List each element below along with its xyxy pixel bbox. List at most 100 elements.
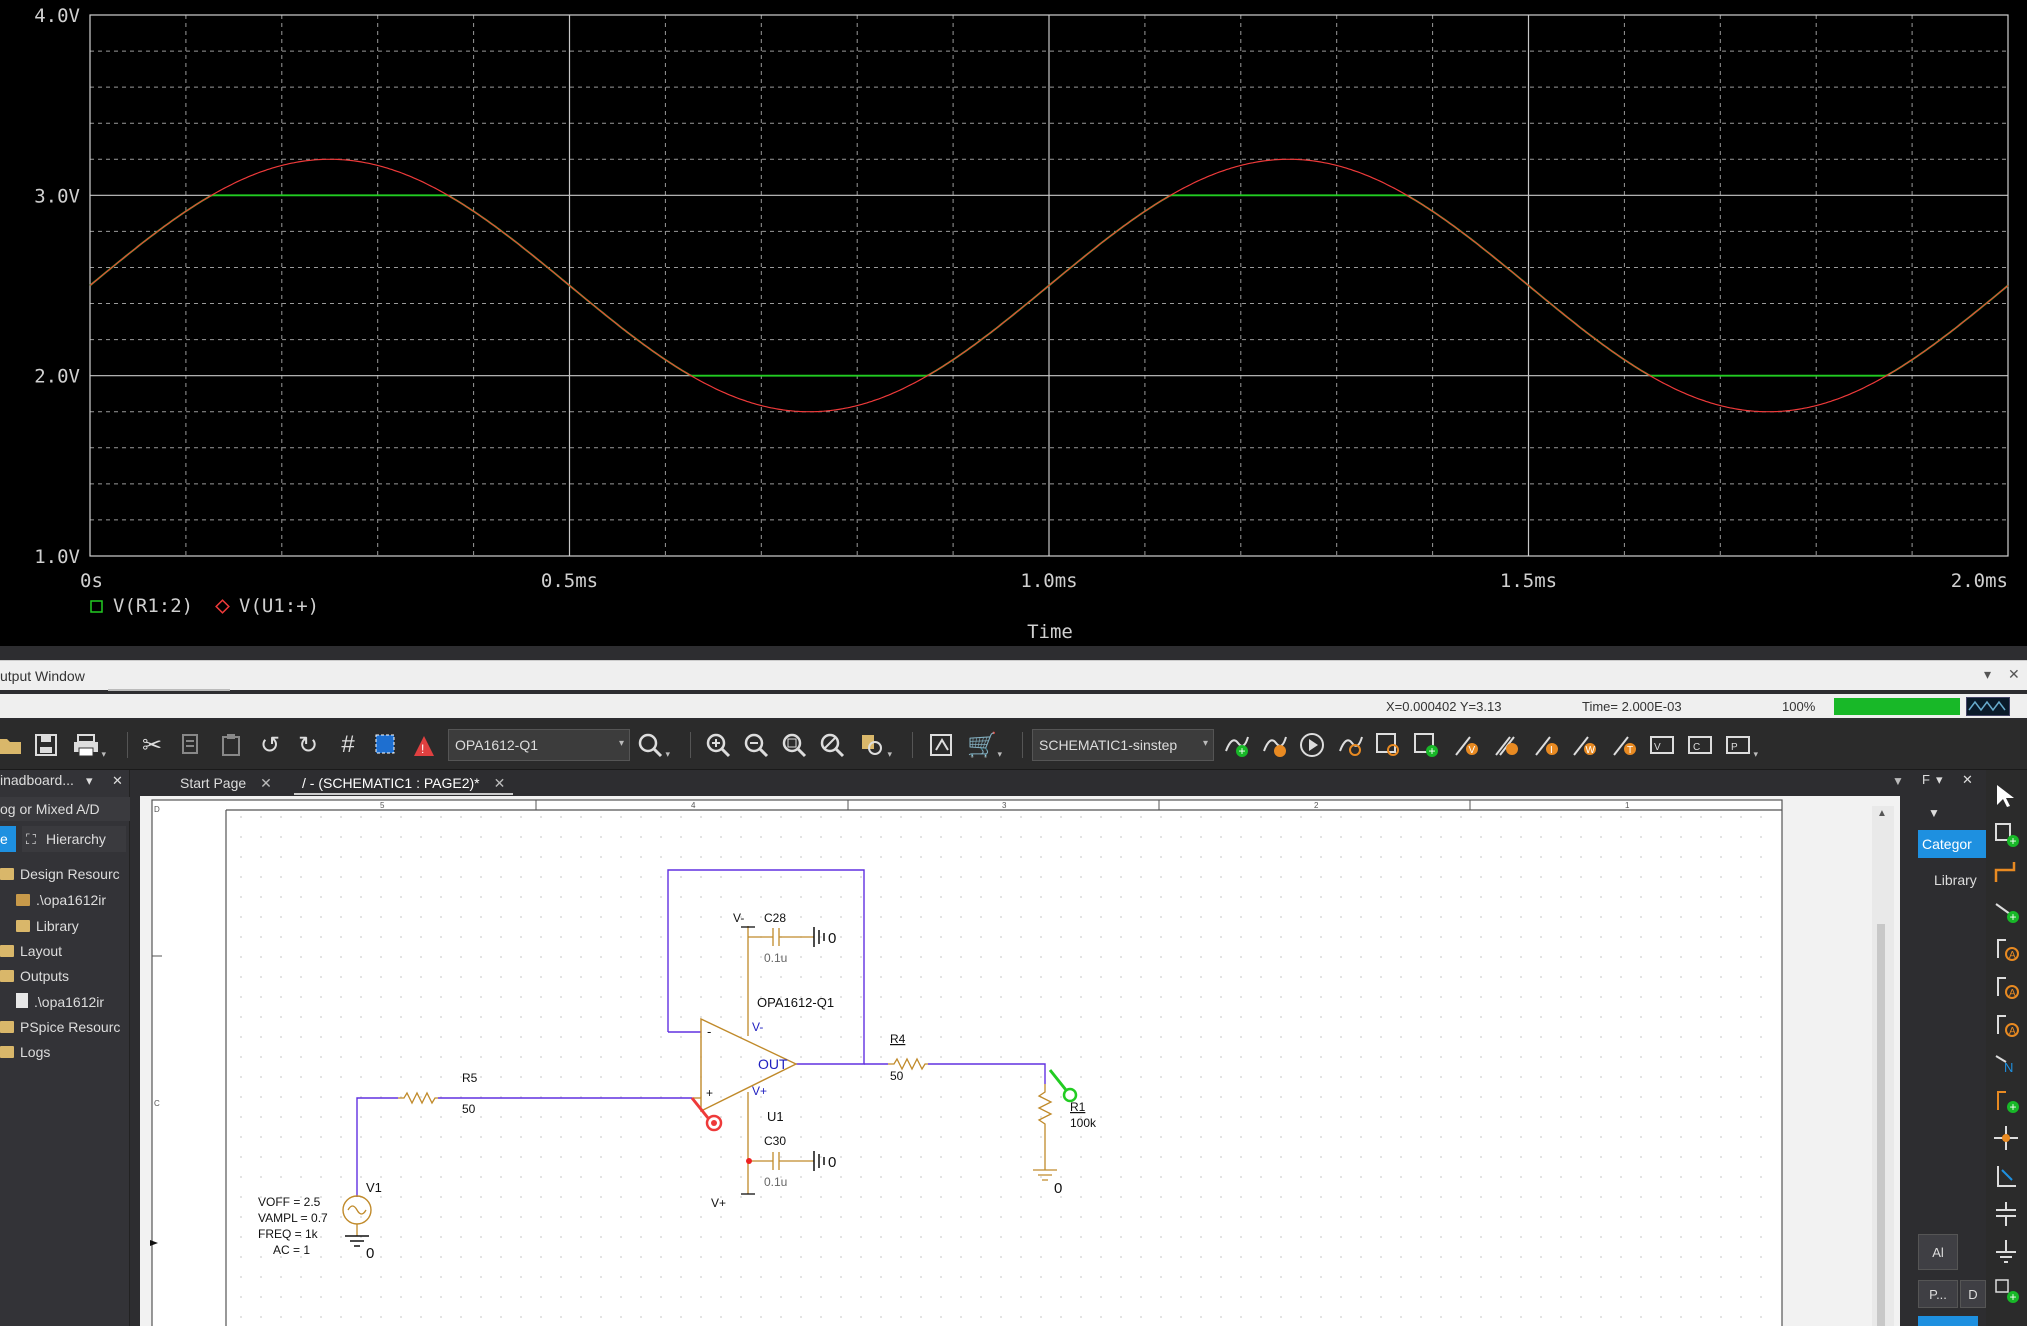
trace-v-u1-[interactable] (89, 158, 2009, 413)
voltage-probe-marker-r1[interactable] (1048, 1069, 1078, 1103)
redo-icon[interactable]: ↻ (297, 731, 319, 759)
place-no-connect-icon[interactable] (1990, 1160, 2022, 1192)
c28-value[interactable]: 0.1u (764, 951, 787, 965)
view-results-icon[interactable] (1334, 730, 1366, 760)
cut-icon[interactable]: ✂ (141, 731, 163, 759)
details-button[interactable]: D (1960, 1280, 1986, 1308)
voltage-diff-marker-icon[interactable] (1490, 730, 1522, 760)
r1-ref[interactable]: R1 (1070, 1100, 1086, 1114)
c28-ref[interactable]: C28 (764, 911, 786, 925)
place-panel-pin-button[interactable]: ▾ (1936, 772, 1943, 787)
capacitor-c28[interactable] (747, 926, 814, 1036)
tree-item-pspice-resources[interactable]: PSpice Resourc (0, 1019, 120, 1035)
tree-item-output-file[interactable]: .\opa1612ir (16, 993, 104, 1010)
r4-ref[interactable]: R4 (890, 1032, 906, 1046)
v1-ac[interactable]: AC = 1 (273, 1243, 310, 1257)
v1-freq[interactable]: FREQ = 1k (258, 1227, 319, 1241)
open-folder-icon[interactable] (0, 730, 26, 760)
cart-icon[interactable]: 🛒▾ (967, 731, 1002, 760)
output-window-close-button[interactable]: ✕ (2008, 666, 2020, 682)
scrollbar-thumb[interactable] (1877, 924, 1885, 1326)
place-net-icon[interactable]: N (1990, 1046, 2022, 1078)
simulation-profile-combo[interactable]: SCHEMATIC1-sinstep▾ (1032, 729, 1214, 761)
place-power-icon[interactable]: + (1990, 1084, 2022, 1116)
place-ground-icon[interactable] (1990, 1236, 2022, 1268)
edit-sim-profile-icon[interactable] (1258, 730, 1290, 760)
voltage-marker-icon[interactable]: V (1450, 730, 1482, 760)
annotate-icon[interactable] (926, 730, 958, 760)
place-auto-wire-icon[interactable]: A (1990, 1008, 2022, 1040)
power-marker-icon[interactable]: W (1568, 730, 1600, 760)
part-search-combo[interactable]: OPA1612-Q1▾ (448, 729, 630, 761)
place-panel-close-button[interactable]: ✕ (1962, 772, 1973, 787)
tree-item-outputs[interactable]: Outputs (0, 968, 69, 984)
search-icon[interactable]: ▾ (634, 730, 670, 760)
tree-item-layout[interactable]: Layout (0, 943, 62, 959)
zoom-out-icon[interactable] (740, 730, 772, 760)
enable-bias-i-icon[interactable]: C (1684, 730, 1716, 760)
place-panel-collapse-icon[interactable]: ▼ (1928, 806, 1940, 820)
place-bus-icon[interactable]: A (1990, 932, 2022, 964)
tree-item-library[interactable]: Library (16, 918, 79, 934)
zoom-fit-icon[interactable] (816, 730, 848, 760)
resistor-r4[interactable] (888, 1057, 928, 1071)
waveform-status-icon[interactable] (1966, 697, 2010, 716)
wires[interactable] (356, 869, 1046, 1197)
tab-start-page[interactable]: Start Page✕ (172, 773, 280, 795)
place-button[interactable]: P... (1918, 1280, 1958, 1308)
run-simulation-icon[interactable] (1296, 730, 1328, 760)
paste-icon[interactable] (216, 730, 248, 760)
scroll-up-arrow-icon[interactable]: ▲ (1877, 808, 1887, 819)
v1-vampl[interactable]: VAMPL = 0.7 (258, 1211, 328, 1225)
r4-value[interactable]: 50 (890, 1069, 904, 1083)
copy-icon[interactable] (176, 730, 208, 760)
r5-value[interactable]: 50 (462, 1102, 476, 1116)
enable-bias-v-icon[interactable]: V (1646, 730, 1678, 760)
tree-item-logs[interactable]: Logs (0, 1044, 50, 1060)
legend-series-2[interactable]: V(U1:+) (239, 595, 319, 617)
schematic-canvas[interactable]: 5 4 3 2 1 D C R5 50 R4 50 (140, 796, 1900, 1326)
place-part-search-icon[interactable]: ▾ (856, 730, 892, 760)
capacitor-c30[interactable] (747, 1092, 814, 1194)
add-marker-icon[interactable]: + (1410, 730, 1442, 760)
all-button[interactable]: Al (1918, 1234, 1958, 1270)
tab-category[interactable]: Categor (1918, 830, 1988, 858)
v1-voff[interactable]: VOFF = 2.5 (258, 1195, 321, 1209)
place-bus-entry-icon[interactable]: A (1990, 970, 2022, 1002)
tab-start-page-close[interactable]: ✕ (260, 775, 272, 791)
select-pointer-icon[interactable] (1990, 780, 2022, 812)
c30-value[interactable]: 0.1u (764, 1175, 787, 1189)
area-select-icon[interactable] (370, 730, 402, 760)
tree-item-design-resources[interactable]: Design Resourc (0, 866, 120, 882)
canvas-vertical-scrollbar[interactable]: ▲ (1872, 806, 1894, 1326)
tab-file[interactable]: e (0, 826, 16, 852)
output-window-pin-button[interactable]: ▾ (1984, 666, 1992, 682)
place-wire-icon[interactable] (1990, 856, 2022, 888)
resistor-r5[interactable] (398, 1091, 438, 1105)
tab-library[interactable]: Library (1934, 872, 1977, 888)
new-sim-profile-icon[interactable]: + (1220, 730, 1252, 760)
temperature-marker-icon[interactable]: T (1608, 730, 1640, 760)
current-marker-icon[interactable]: I (1530, 730, 1562, 760)
tab-list-dropdown[interactable]: ▼ (1892, 774, 1904, 788)
project-panel-close-button[interactable]: ✕ (112, 773, 123, 788)
u1-ref[interactable]: U1 (767, 1109, 784, 1124)
enable-bias-p-icon[interactable]: P▾ (1722, 730, 1758, 760)
print-icon[interactable]: ▾ (70, 730, 106, 760)
legend-series-1[interactable]: V(R1:2) (113, 595, 193, 617)
tab-hierarchy[interactable]: ⛶Hierarchy (22, 826, 126, 852)
r5-ref[interactable]: R5 (462, 1071, 478, 1085)
c30-ref[interactable]: C30 (764, 1134, 786, 1148)
v1-ref[interactable]: V1 (366, 1180, 382, 1195)
voltage-probe-marker-u1[interactable] (690, 1097, 723, 1132)
undo-icon[interactable]: ↺ (259, 731, 281, 759)
grid-snap-icon[interactable]: # (341, 731, 355, 758)
place-junction-icon[interactable] (1990, 1122, 2022, 1154)
project-panel-pin-button[interactable]: ▾ (86, 773, 93, 788)
tab-schematic-page2-close[interactable]: ✕ (493, 775, 506, 791)
tree-item-design-file[interactable]: .\opa1612ir (16, 892, 106, 908)
r1-value[interactable]: 100k (1070, 1116, 1097, 1130)
output-window-header[interactable]: utput Window ▾ ✕ (0, 660, 2027, 691)
